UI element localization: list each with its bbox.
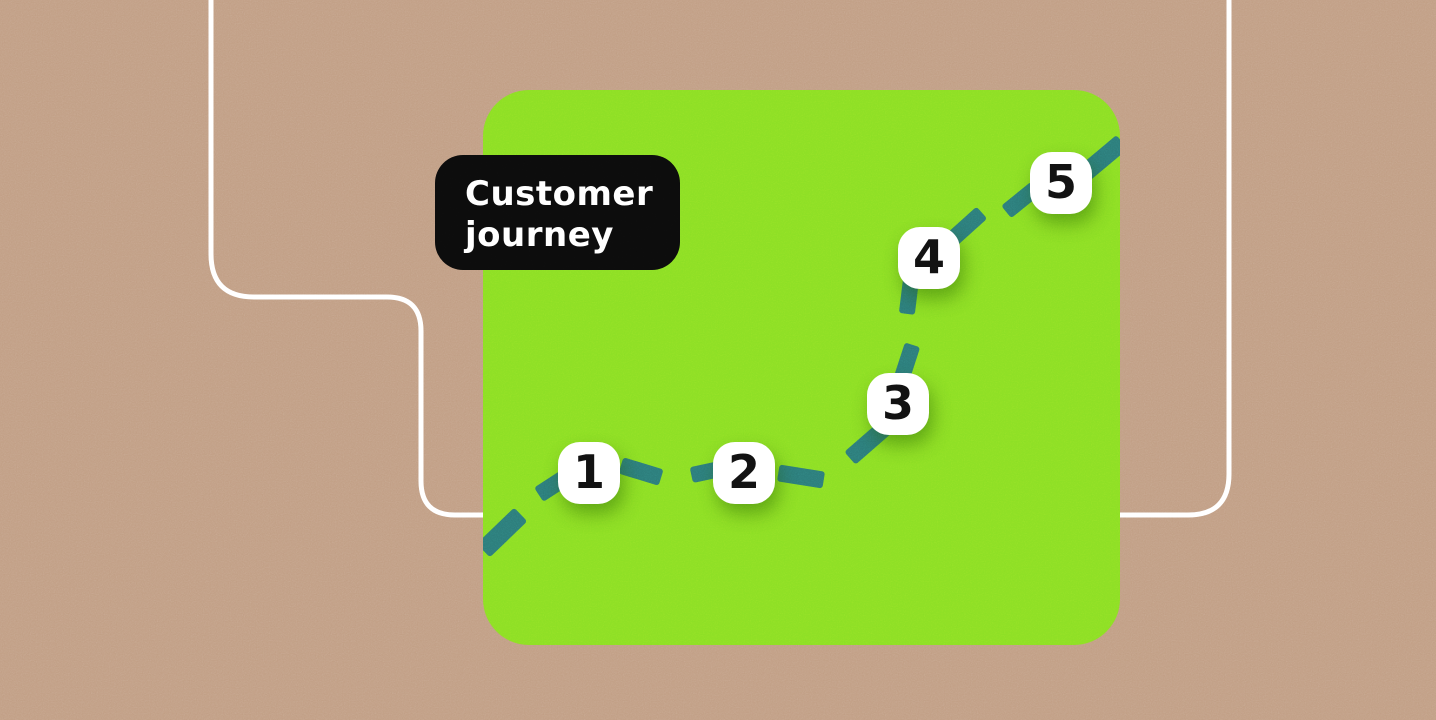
step-badge-2: 2 bbox=[713, 442, 775, 504]
step-number: 5 bbox=[1044, 155, 1077, 209]
step-number: 1 bbox=[572, 445, 605, 499]
step-number: 4 bbox=[912, 230, 945, 284]
step-badge-3: 3 bbox=[867, 373, 929, 435]
title-line-1: Customer bbox=[465, 174, 654, 214]
step-number: 3 bbox=[881, 376, 914, 430]
step-badge-1: 1 bbox=[558, 442, 620, 504]
step-badge-5: 5 bbox=[1030, 152, 1092, 214]
journey-path-dash bbox=[776, 464, 826, 488]
journey-path-dash bbox=[483, 507, 528, 557]
journey-path-dash bbox=[618, 456, 664, 486]
step-badge-4: 4 bbox=[898, 227, 960, 289]
step-number: 2 bbox=[727, 445, 760, 499]
title-label: Customer journey bbox=[435, 155, 680, 270]
title-line-2: journey bbox=[465, 215, 614, 255]
